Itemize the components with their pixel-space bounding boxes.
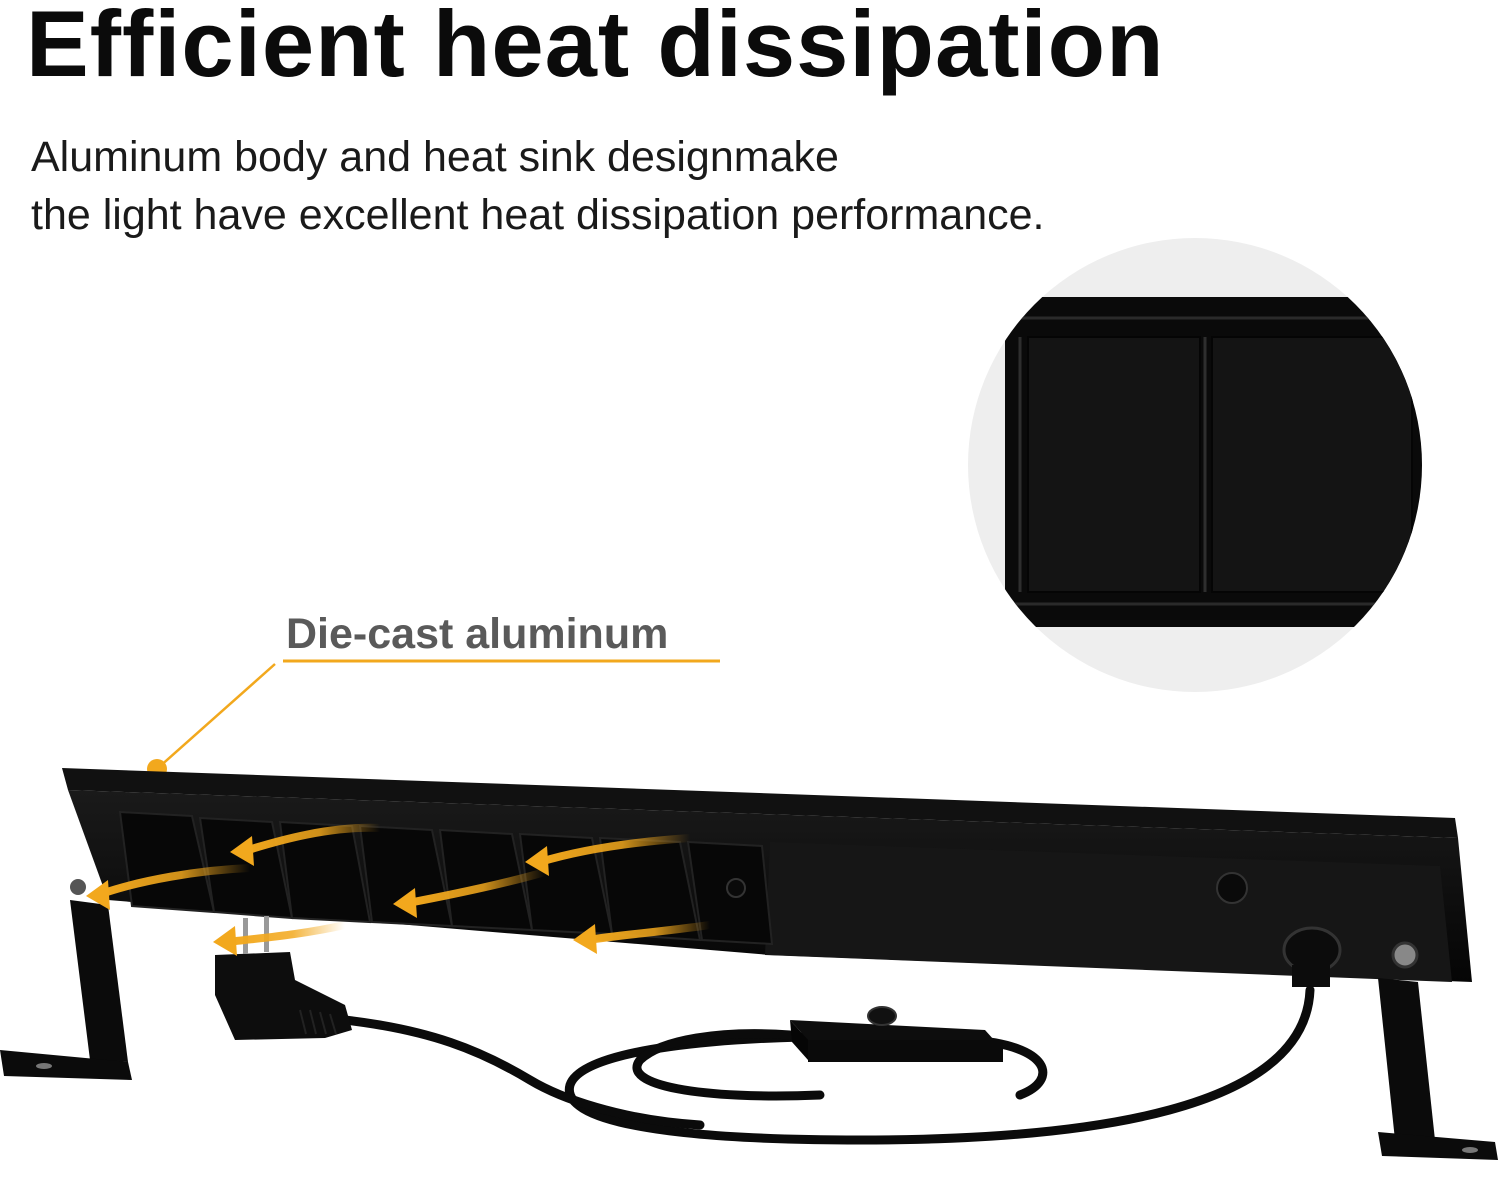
page-title: Efficient heat dissipation [26, 0, 1165, 96]
heat-flow-arrow-icon [393, 868, 549, 918]
heat-flow-arrow-icon [573, 921, 714, 954]
inline-switch-icon [790, 1006, 1003, 1062]
heat-flow-arrow-icon [525, 834, 694, 876]
callout-leader [147, 659, 720, 779]
cable-gland [1282, 926, 1342, 987]
light-bar [62, 768, 1472, 982]
callout-label: Die-cast aluminum [286, 610, 669, 658]
heat-flow-arrow-icon [230, 823, 384, 866]
zoom-detail [968, 238, 1422, 692]
mounting-brackets [0, 900, 1498, 1160]
power-cable [340, 985, 1315, 1145]
heat-flow-arrows [86, 823, 714, 956]
description-line-1: Aluminum body and heat sink designmake [31, 133, 839, 181]
heat-flow-arrow-icon [86, 864, 254, 910]
description: Aluminum body and heat sink designmake t… [31, 128, 1045, 244]
description-line-2: the light have excellent heat dissipatio… [31, 191, 1045, 239]
heat-flow-arrow-icon [213, 921, 349, 956]
